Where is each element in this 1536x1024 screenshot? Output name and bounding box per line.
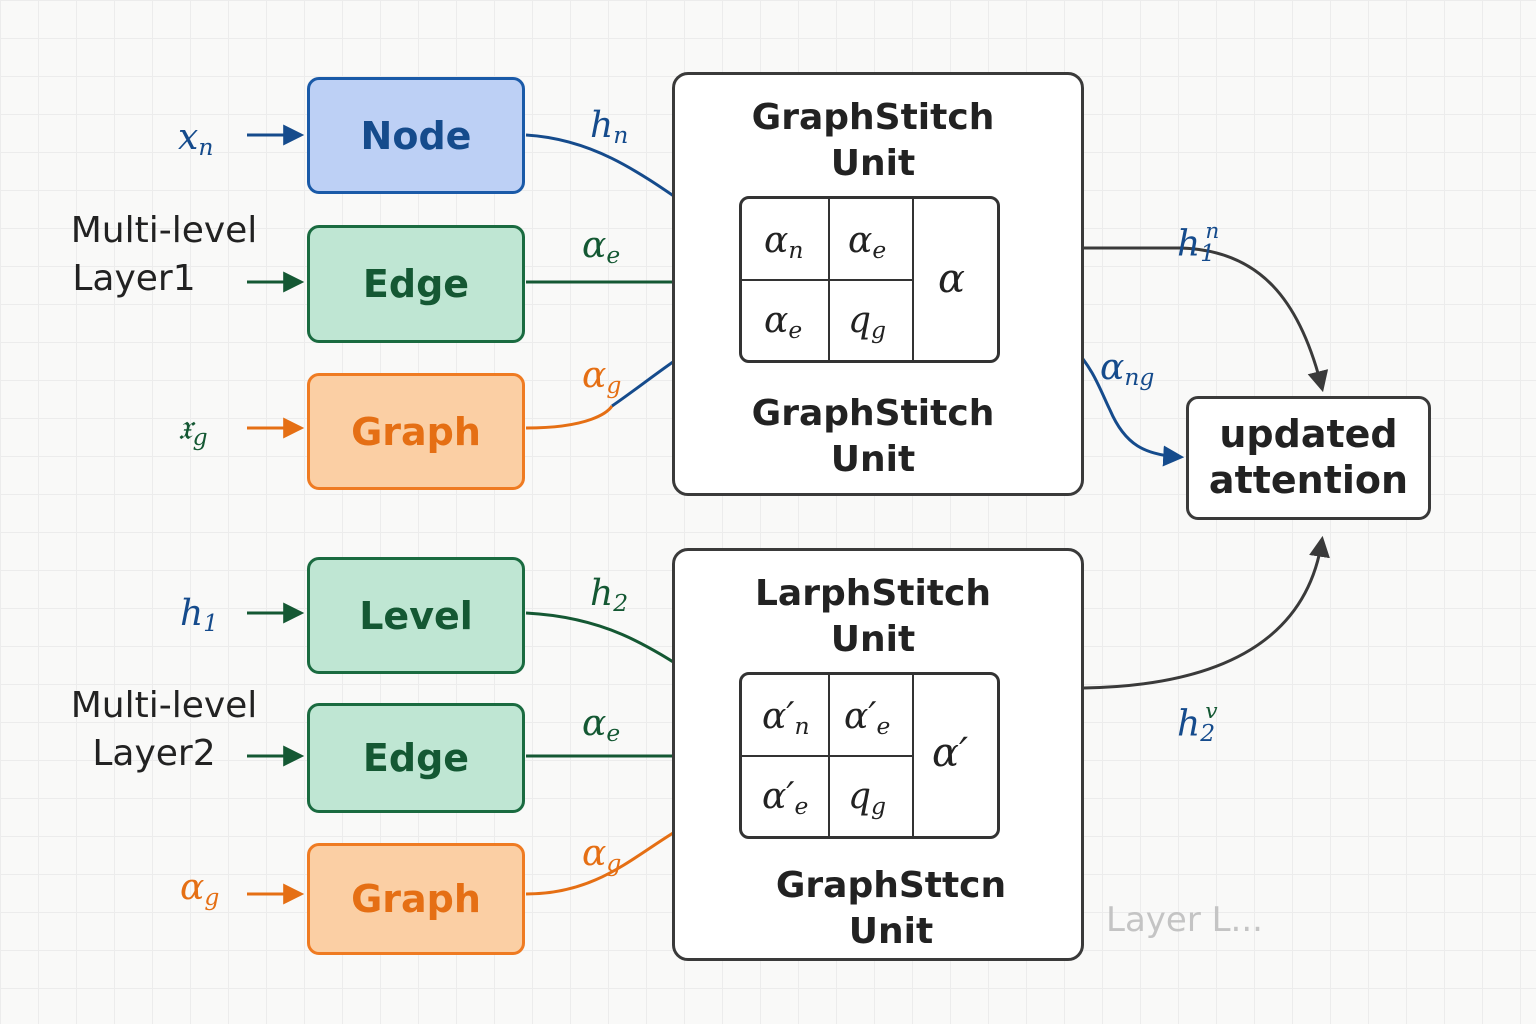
arrow-graph-to-grid [525,405,614,430]
grid1-hline [742,279,914,281]
updated-attention-box[interactable]: updated attention [1186,396,1431,520]
grid2-hline [742,755,914,757]
output-ang: 𝛼ng [1100,347,1155,391]
edge-label-ag-2: 𝛼g [582,833,622,877]
grid1-result-alpha: 𝛼 [938,256,966,302]
edge-label-ae: 𝛼e [582,225,621,269]
unit2-title: LarphStitch Unit [754,573,992,660]
input-xg: 𝔵g [178,407,208,451]
attention-grid-layer1: 𝛼n 𝛼e 𝛼e 𝑞g 𝛼 [739,196,1000,363]
unit1-title: GraphStitch Unit [751,97,995,184]
grid2-cell-qg: 𝑞g [848,776,887,820]
more-layers-label: Layer L... [1106,900,1263,940]
grid2-cell-an: 𝛼′n [762,696,810,740]
layer2-label: Multi-level Layer2 [50,682,278,778]
edge-label-ae-2: 𝛼e [582,703,621,747]
edge-box-layer2-label: Edge [362,736,470,780]
level-box-label: Level [359,593,473,638]
unit1-caption: GraphStitch Unit [751,393,995,480]
output-h2v: ℎ2v [1177,699,1218,748]
edge-box-layer1-label: Edge [362,262,470,306]
unit2-caption: GraphSttcn Unit [775,865,1007,952]
grid1-cell-qg: 𝑞g [848,300,887,344]
graph-box-layer2-label: Graph [351,877,481,921]
input-ag: 𝛼g [180,867,220,911]
layer1-label-line2: Layer1 [72,258,196,299]
grid1-cell-an: 𝛼n [764,220,804,264]
node-box-label: Node [360,113,472,158]
edge-box-layer2[interactable]: Edge [307,703,525,813]
layer1-label: Multi-level Layer1 [50,207,278,303]
layer1-label-line1: Multi-level [70,210,258,251]
output-h1n: ℎ1n [1177,219,1220,268]
grid2-cell-ae-top: 𝛼′e [844,696,891,740]
edge-label-h2: ℎ2 [590,573,629,617]
layer2-label-line2: Layer2 [92,733,216,774]
attention-grid-layer2: 𝛼′n 𝛼′e 𝛼′e 𝑞g 𝛼′ [739,672,1000,839]
arrow-unit2-to-attention [1083,535,1330,690]
edge-box-layer1[interactable]: Edge [307,225,525,343]
graph-box-layer1[interactable]: Graph [307,373,525,490]
level-box[interactable]: Level [307,557,525,674]
grid2-result-alpha-prime: 𝛼′ [932,730,969,776]
input-h1: ℎ1 [180,593,219,637]
arrow-grid-to-attention-upper [1000,246,1329,393]
edge-label-ag: 𝛼g [582,355,622,399]
grid1-cell-ae-top: 𝛼e [848,220,887,264]
grid2-cell-ae-bottom: 𝛼′e [762,776,809,820]
input-xn: 𝑥n [178,117,214,161]
edge-label-hn: ℎn [590,105,629,149]
graph-box-layer1-label: Graph [351,409,481,454]
graph-box-layer2[interactable]: Graph [307,843,525,955]
grid1-cell-ae-bottom: 𝛼e [764,300,803,344]
layer2-label-line1: Multi-level [70,685,258,726]
updated-attention-label: updated attention [1208,412,1409,502]
node-box[interactable]: Node [307,77,525,194]
